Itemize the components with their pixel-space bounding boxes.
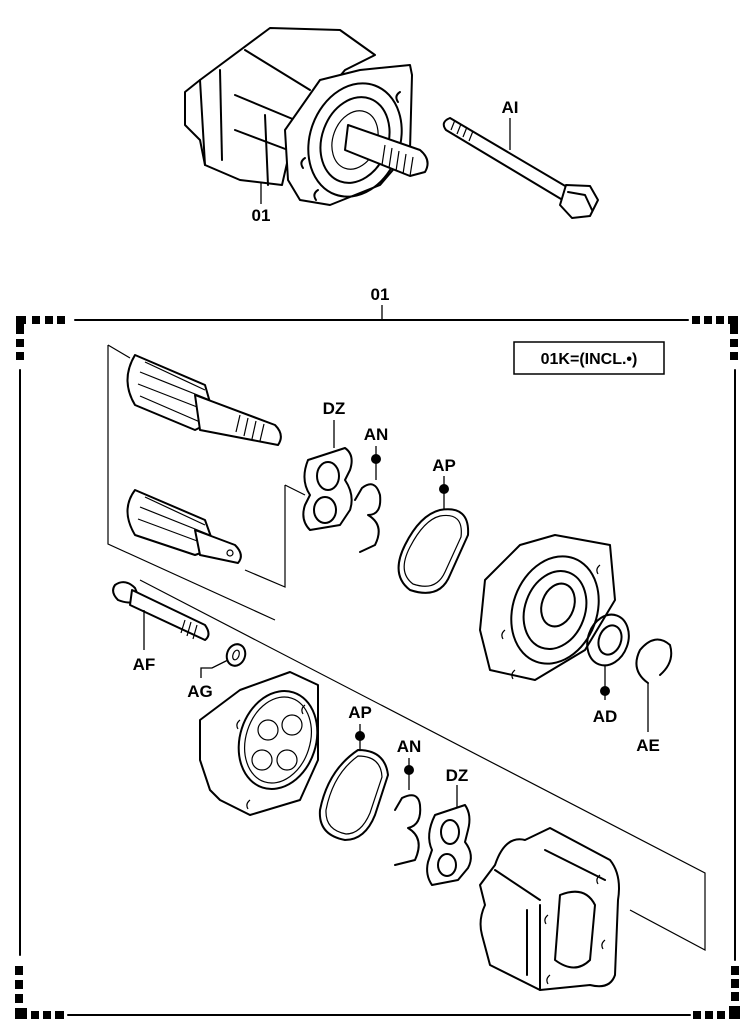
label-01-assembly: 01 [252, 206, 271, 225]
pump-assembly-drawing [184, 27, 599, 219]
kit-note-text: 01K=(INCL.•) [541, 351, 638, 368]
group-frame [15, 316, 740, 1019]
gear-housing-drawing [479, 827, 620, 991]
label-ae: AE [636, 736, 660, 755]
snap-spring-lower-drawing [394, 794, 422, 866]
seal-plate-upper-drawing [302, 447, 353, 531]
retaining-ring-drawing [635, 638, 673, 684]
kit-note-box: 01K=(INCL.•) [513, 341, 665, 375]
label-ai: AI [502, 98, 519, 117]
rear-cover-drawing [199, 671, 319, 816]
label-ap-lower: AP [348, 703, 372, 722]
snap-spring-upper-drawing [354, 483, 382, 553]
washer-drawing [225, 643, 247, 667]
seal-plate-lower-drawing [426, 804, 472, 886]
o-ring-lower-drawing [318, 749, 389, 841]
label-af: AF [133, 655, 156, 674]
label-dz-lower: DZ [446, 766, 469, 785]
oil-seal-drawing [586, 613, 630, 667]
label-ad: AD [593, 707, 618, 726]
label-ag: AG [187, 682, 213, 701]
o-ring-upper-drawing [397, 508, 470, 594]
bolt-ai-drawing [442, 117, 599, 219]
label-dz-upper: DZ [323, 399, 346, 418]
label-an-lower: AN [397, 737, 422, 756]
assembly-axis-line [139, 579, 706, 951]
label-ap-upper: AP [432, 456, 456, 475]
gear-set-drawing [107, 344, 306, 621]
cap-screw-drawing [112, 581, 210, 641]
label-an-upper: AN [364, 425, 389, 444]
front-cover-drawing [479, 534, 616, 681]
label-01-group: 01 [371, 285, 390, 304]
